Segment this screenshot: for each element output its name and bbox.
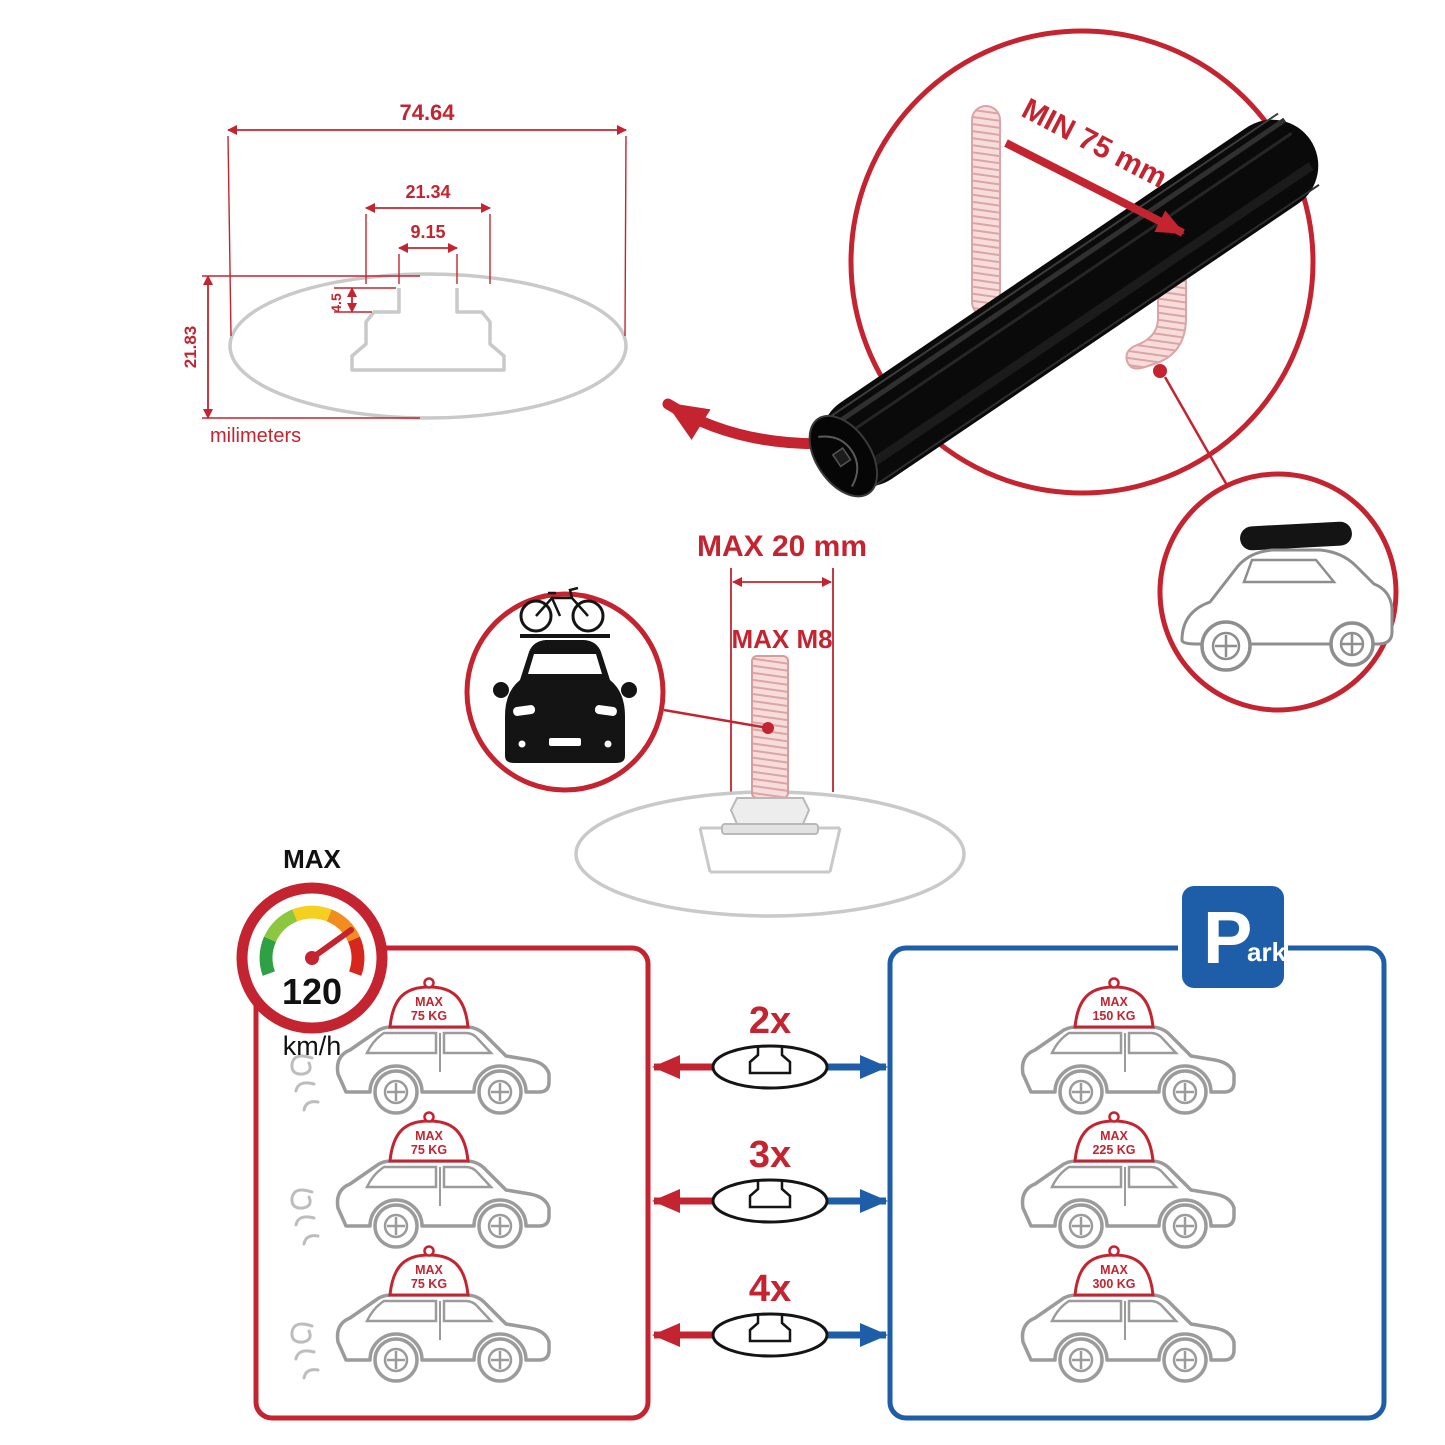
bar-count-connectors: 2x 3x 4x bbox=[652, 1000, 888, 1358]
load-weight: 225 KG bbox=[1092, 1143, 1135, 1157]
roof-load-badge: MAX 75 KG bbox=[388, 1111, 470, 1163]
dim-slot-width: 9.15 bbox=[398, 222, 458, 284]
bar-count-label: 3x bbox=[749, 1134, 791, 1176]
bicycle-icon bbox=[519, 586, 605, 633]
driving-load-panel: MAX 75 KG MAX 75 KG MAX 75 KG bbox=[290, 977, 551, 1383]
bar-profile-icon bbox=[711, 1044, 829, 1090]
dim-total-height: 21.83 bbox=[181, 275, 420, 419]
dim-lip-height-value: 4.5 bbox=[328, 293, 344, 313]
parking-sign-plate bbox=[1178, 882, 1288, 992]
parked-load-panel: MAX 150 KG MAX 225 KG MAX 300 KG bbox=[1020, 977, 1236, 1383]
load-max-label: MAX bbox=[415, 995, 443, 1009]
parking-sign: P ark bbox=[1178, 882, 1288, 992]
bolt-pointer-line bbox=[663, 708, 769, 730]
dim-total-width: 74.64 bbox=[227, 100, 627, 337]
load-max-label: MAX bbox=[1100, 1263, 1128, 1277]
bolt-specification: MAX 20 mm MAX M8 bbox=[574, 530, 966, 918]
dim-total-height-value: 21.83 bbox=[181, 326, 200, 369]
roof-load-badge: MAX 75 KG bbox=[388, 1245, 470, 1297]
car-plate bbox=[549, 738, 581, 746]
bike-car-circle bbox=[464, 586, 666, 793]
end-face-profile-line bbox=[818, 435, 859, 488]
bar-count-label: 2x bbox=[749, 1000, 791, 1042]
profile-t-slot-channel bbox=[350, 288, 506, 372]
dim-channel-width: 21.34 bbox=[365, 182, 491, 284]
roof-box bbox=[1240, 521, 1352, 551]
load-max-label: MAX bbox=[415, 1129, 443, 1143]
roof-load-badge: MAX 225 KG bbox=[1073, 1111, 1155, 1163]
gauge-needle bbox=[309, 927, 354, 961]
parking-sign-suffix: ark bbox=[1247, 937, 1287, 967]
suv-windows bbox=[1242, 558, 1337, 584]
speed-max-label: MAX bbox=[283, 844, 341, 874]
crossbar-body bbox=[820, 119, 1319, 487]
suv-with-roof-box bbox=[1180, 521, 1394, 672]
min-span-arrow bbox=[1004, 139, 1185, 237]
speed-value: 120 bbox=[282, 971, 342, 1012]
dim-total-width-value: 74.64 bbox=[399, 100, 455, 125]
car-headlight-right bbox=[594, 705, 617, 716]
load-weight: 75 KG bbox=[411, 1009, 447, 1023]
car-front-silhouette bbox=[493, 634, 637, 763]
end-face-slot bbox=[831, 447, 852, 468]
dim-slot-width-value: 9.15 bbox=[410, 222, 445, 242]
load-weight: 150 KG bbox=[1092, 1009, 1135, 1023]
clamp-pointer-dot bbox=[1153, 364, 1167, 378]
parking-sign-letter: P bbox=[1203, 896, 1252, 979]
bolt-profile-channel bbox=[698, 826, 842, 874]
load-hook bbox=[1108, 977, 1120, 989]
load-max-label: MAX bbox=[1100, 995, 1128, 1009]
load-weight: 75 KG bbox=[411, 1277, 447, 1291]
dim-channel-width-value: 21.34 bbox=[405, 182, 450, 202]
clamp-pointer-line bbox=[1163, 376, 1230, 488]
load-max-label: MAX bbox=[1100, 1129, 1128, 1143]
gauge-needle-pivot bbox=[305, 951, 319, 965]
car-windshield bbox=[528, 654, 602, 674]
crossbar-detail-circle: MIN 75 mm bbox=[808, 28, 1320, 498]
car-headlight-left bbox=[513, 705, 536, 716]
speed-limit-gauge: MAX 120 km/h bbox=[236, 844, 388, 1061]
roof-load-badge: MAX 150 KG bbox=[1073, 977, 1155, 1029]
bolt-max-length-label: MAX 20 mm bbox=[697, 530, 867, 563]
profile-dimension-drawing: 74.64 21.34 9.15 4.5 21.83 milimeters bbox=[181, 100, 628, 447]
u-bolt-leg-upper bbox=[971, 105, 1001, 317]
load-hook bbox=[423, 1111, 435, 1123]
gauge-arc bbox=[259, 905, 365, 976]
roofbox-suv-circle bbox=[1157, 471, 1399, 713]
bar-count-label: 4x bbox=[749, 1268, 791, 1310]
bolt-max-thread-label: MAX M8 bbox=[731, 624, 832, 654]
roof-load-badge: MAX 300 KG bbox=[1073, 1245, 1155, 1297]
bolt-slot-plate bbox=[721, 823, 819, 835]
load-hook bbox=[1108, 1245, 1120, 1257]
roof-load-badge: MAX 75 KG bbox=[388, 977, 470, 1029]
load-hook bbox=[423, 1245, 435, 1257]
units-label: milimeters bbox=[210, 425, 301, 447]
dim-lip-height: 4.5 bbox=[328, 287, 396, 313]
load-weight: 300 KG bbox=[1092, 1277, 1135, 1291]
load-weight: 75 KG bbox=[411, 1143, 447, 1157]
load-hook bbox=[423, 977, 435, 989]
bar-profile-icon bbox=[711, 1178, 829, 1224]
crossbar-3d bbox=[808, 112, 1320, 498]
load-max-label: MAX bbox=[415, 1263, 443, 1277]
load-hook bbox=[1108, 1111, 1120, 1123]
speed-unit: km/h bbox=[283, 1031, 342, 1061]
bar-profile-icon bbox=[711, 1312, 829, 1358]
bolt-hex-head bbox=[729, 797, 811, 825]
